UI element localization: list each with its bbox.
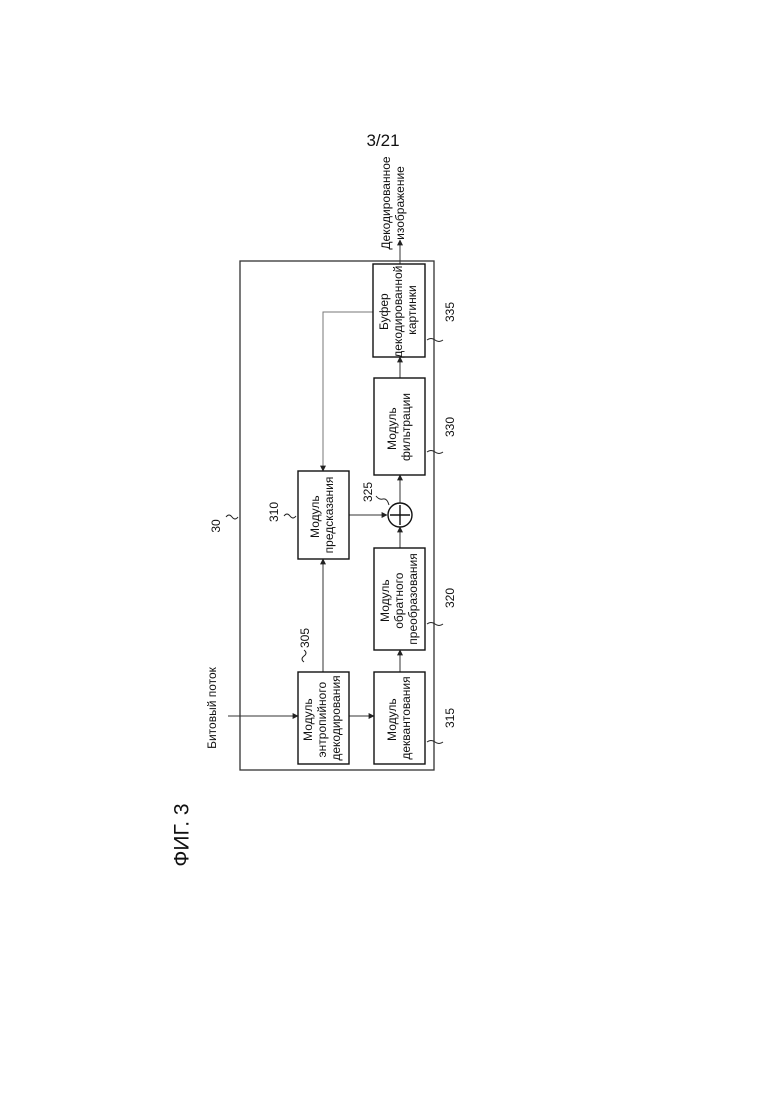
output-label-line-1: Декодированное [379,156,393,249]
buffer-ref-leader [427,339,443,342]
prediction-module-ref: 310 [267,502,281,522]
prediction-ref-leader [284,514,296,518]
entropy-ref-leader [302,650,306,662]
decoder-ref: 30 [209,519,223,533]
inverse-ref-leader [427,623,443,626]
decoder-ref-leader [226,515,238,519]
input-label: Битовый поток [205,666,219,749]
dequant-module-ref: 315 [443,708,457,728]
adder-ref: 325 [361,482,375,502]
buffer-module-ref: 335 [443,302,457,322]
entropy-module-ref: 305 [298,628,312,648]
dequant-ref-leader [427,741,443,744]
filter-ref-leader [427,451,443,454]
page-number: 3/21 [366,131,399,150]
output-label-line-2: изображение [393,166,407,240]
figure-label: ФИГ. 3 [171,803,194,866]
inverse-module-ref: 320 [443,588,457,608]
filter-module-ref: 330 [443,417,457,437]
buffer-feedback-line [323,312,373,471]
adder-ref-leader [376,496,389,505]
